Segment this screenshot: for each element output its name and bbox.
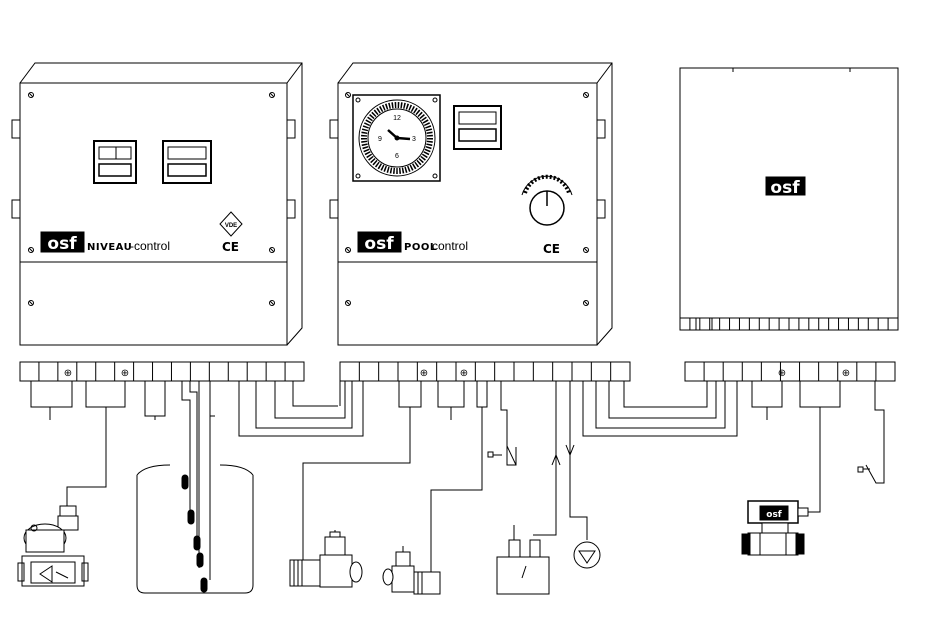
pool-product-regular: control [432, 239, 468, 253]
clock-number-9: 9 [378, 136, 382, 143]
ground-icon: ⊕ [460, 368, 468, 379]
pressure-gauge-icon [574, 542, 600, 568]
solenoid-valve-icon [18, 506, 88, 586]
niveau-product-regular: -control [130, 239, 170, 253]
clock-number-12: 12 [393, 115, 401, 122]
ground-icon: ⊕ [64, 368, 72, 379]
pool-ce-mark: CE [543, 242, 560, 256]
ground-icon: ⊕ [842, 368, 850, 379]
terminal-strip-2: ⊕ ⊕ [340, 362, 630, 381]
clock-number-6: 6 [395, 153, 399, 160]
terminal-strip-1: ⊕ ⊕ [20, 362, 304, 381]
valve-logo-text: osf [766, 510, 782, 520]
clock-number-3: 3 [412, 136, 416, 143]
terminal-strip-3: ⊕ ⊕ [685, 362, 895, 381]
motorized-valve-icon: osf [742, 501, 808, 555]
vde-mark-label: VDE [225, 223, 237, 229]
ground-icon: ⊕ [121, 368, 129, 379]
control-box-3: osf [680, 68, 898, 330]
niveau-ce-mark: CE [222, 240, 239, 254]
pool-logo-text: osf [364, 234, 394, 254]
ground-icon: ⊕ [778, 368, 786, 379]
wiring [31, 381, 884, 593]
pool-control-box: 12 3 6 9 osf POOL control CE [330, 63, 612, 345]
ground-icon: ⊕ [420, 368, 428, 379]
niveau-product-bold: NIVEAU [87, 242, 132, 253]
level-sensor-icon [137, 465, 253, 593]
niveau-control-box: VDE osf NIVEAU -control CE [12, 63, 302, 345]
pump-motor-icon [290, 530, 362, 587]
niveau-logo-text: osf [47, 234, 77, 254]
box3-logo-text: osf [770, 178, 800, 198]
